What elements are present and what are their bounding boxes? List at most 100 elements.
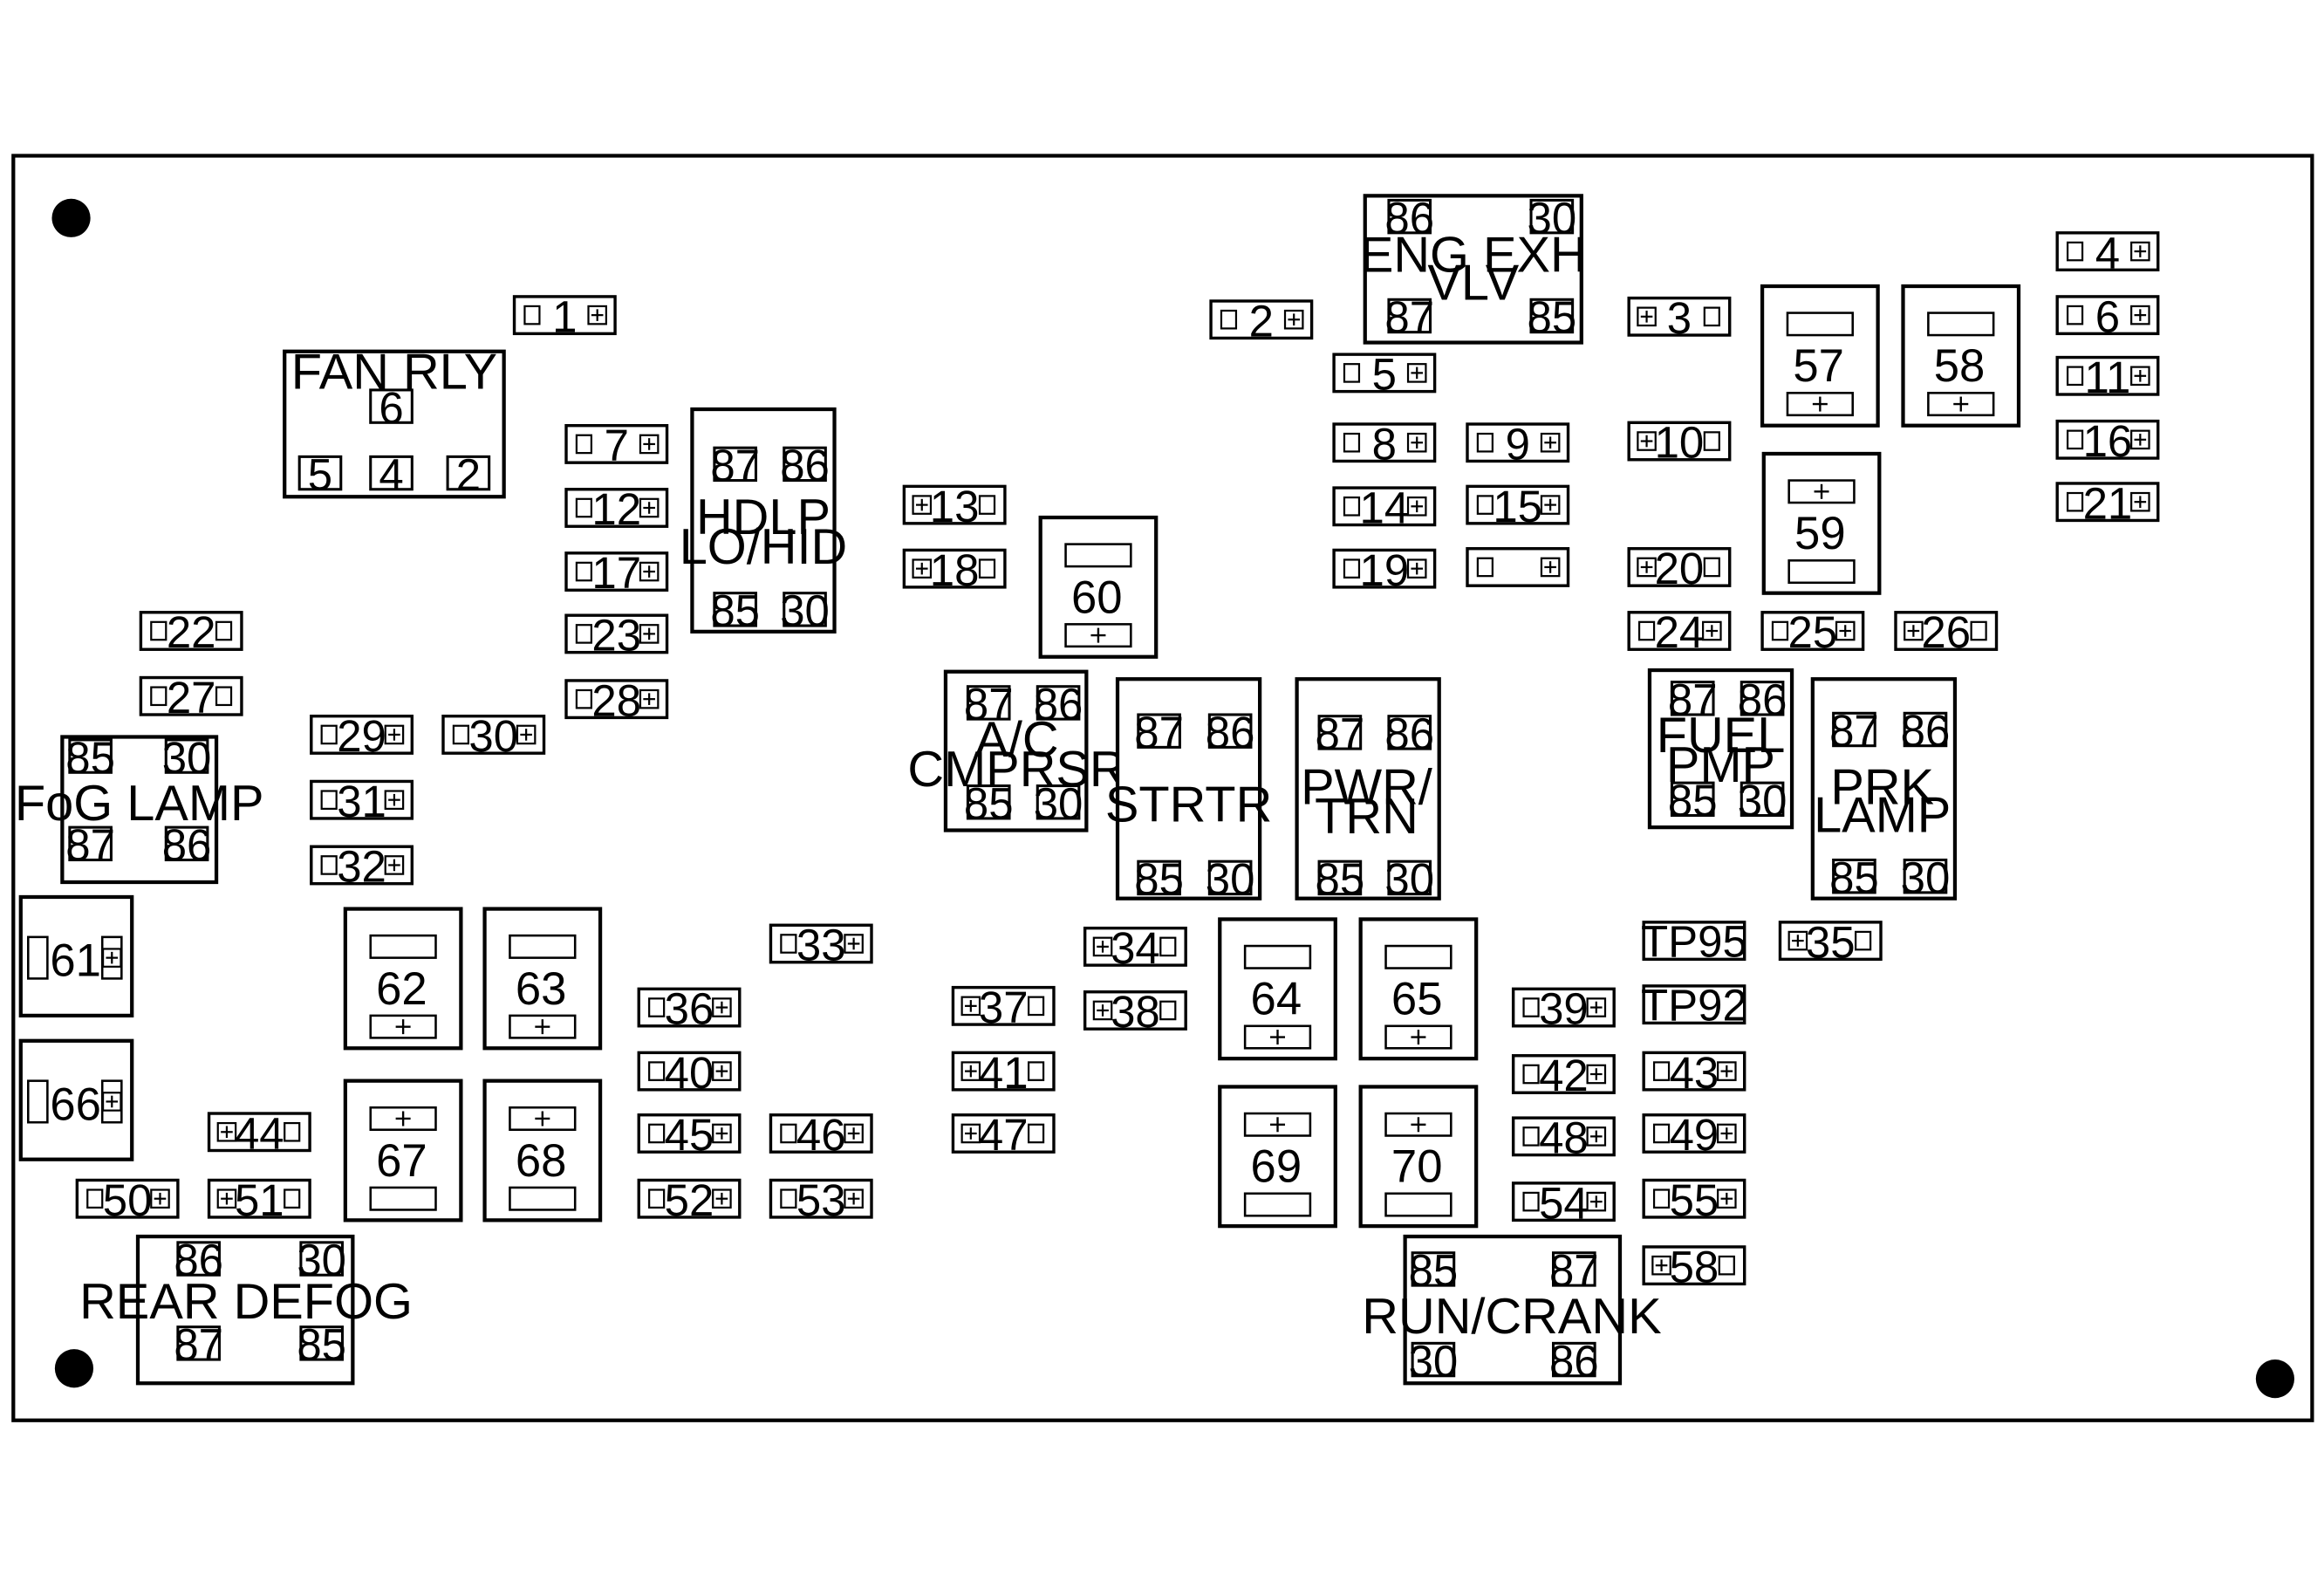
- maxi-fuse-65[interactable]: 65: [1358, 917, 1479, 1061]
- mini-fuse-51[interactable]: 51: [207, 1175, 311, 1225]
- maxi-fuse-66[interactable]: 66: [18, 1038, 134, 1161]
- mini-fuse-29[interactable]: 29: [310, 711, 414, 761]
- mini-fuse-21[interactable]: 21: [2055, 478, 2160, 528]
- maxi-fuse-70[interactable]: 70: [1358, 1085, 1479, 1229]
- terminal-square-icon: [215, 620, 233, 641]
- mini-fuse-5[interactable]: 5: [1332, 350, 1437, 400]
- test-point-tp92[interactable]: TP92: [1641, 981, 1747, 1031]
- mini-fuse-41[interactable]: 41: [951, 1048, 1056, 1098]
- mini-fuse-44[interactable]: 44: [207, 1108, 311, 1158]
- mini-fuse-26[interactable]: 26: [1894, 607, 1999, 657]
- mini-fuse-37[interactable]: 37: [951, 983, 1056, 1032]
- relay-pin-30: [1207, 859, 1253, 896]
- mini-fuse-58[interactable]: 58: [1642, 1242, 1746, 1291]
- mini-fuse-43[interactable]: 43: [1642, 1048, 1746, 1098]
- mini-fuse-15[interactable]: 15: [1466, 482, 1570, 531]
- relay-pin-86: [1387, 715, 1432, 750]
- mini-fuse-6[interactable]: 6: [2055, 291, 2160, 341]
- mini-fuse-30[interactable]: 30: [441, 711, 546, 761]
- mini-fuse-10[interactable]: 10: [1627, 418, 1732, 468]
- mini-fuse-36[interactable]: 36: [637, 984, 742, 1034]
- relay-pin-30: [1529, 198, 1575, 235]
- relay-pin-label: 87: [174, 1320, 223, 1370]
- mini-fuse-49[interactable]: 49: [1642, 1110, 1746, 1160]
- mini-fuse-40[interactable]: 40: [637, 1048, 742, 1098]
- relay-name: LAMP: [1814, 788, 1951, 844]
- maxi-fuse-label: 60: [1071, 572, 1123, 623]
- relay-pin-label: 85: [1668, 776, 1718, 825]
- maxi-fuse-61[interactable]: 61: [18, 894, 134, 1018]
- test-point-tp95[interactable]: TP95: [1641, 916, 1747, 966]
- mini-fuse-9[interactable]: 9: [1466, 419, 1570, 469]
- mini-fuse-53[interactable]: 53: [769, 1175, 873, 1225]
- maxi-fuse-63[interactable]: 63: [482, 907, 603, 1051]
- mini-fuse-14[interactable]: 14: [1332, 483, 1437, 532]
- mini-fuse-18[interactable]: 18: [902, 545, 1007, 595]
- maxi-fuse-58[interactable]: 58: [1901, 284, 2021, 428]
- mini-fuse-32[interactable]: 32: [310, 842, 414, 892]
- mini-fuse-46[interactable]: 46: [769, 1110, 873, 1160]
- mini-fuse-8[interactable]: 8: [1332, 419, 1437, 469]
- maxi-fuse-68[interactable]: 68: [482, 1079, 603, 1222]
- maxi-fuse-label: 64: [1251, 974, 1302, 1025]
- mini-fuse-47[interactable]: 47: [951, 1110, 1056, 1160]
- mini-fuse-35[interactable]: 35: [1778, 917, 1883, 967]
- mini-fuse-28[interactable]: 28: [564, 675, 669, 725]
- mini-fuse-22[interactable]: 22: [139, 607, 243, 657]
- mini-fuse-7[interactable]: 7: [564, 421, 669, 470]
- mini-fuse-4[interactable]: 4: [2055, 228, 2160, 277]
- maxi-fuse-60[interactable]: 60: [1038, 515, 1159, 659]
- mini-fuse-34[interactable]: 34: [1083, 923, 1187, 973]
- mini-fuse-label: 15: [1493, 482, 1542, 531]
- mini-fuse-50[interactable]: 50: [75, 1175, 180, 1225]
- mini-fuse-13[interactable]: 13: [902, 482, 1007, 531]
- mini-fuse-19[interactable]: 19: [1332, 545, 1437, 595]
- mini-fuse-2[interactable]: 2: [1209, 296, 1314, 346]
- maxi-fuse-69[interactable]: 69: [1218, 1085, 1337, 1229]
- maxi-fuse-62[interactable]: 62: [343, 907, 463, 1051]
- relay-pin-label: 85: [710, 586, 760, 636]
- mini-fuse-39[interactable]: 39: [1511, 984, 1616, 1034]
- mini-fuse-25[interactable]: 25: [1760, 607, 1865, 657]
- mini-fuse-33[interactable]: 33: [769, 921, 873, 970]
- mini-fuse-38[interactable]: 38: [1083, 987, 1187, 1037]
- relay-pin-30: [299, 1241, 344, 1277]
- mini-fuse-42[interactable]: 42: [1511, 1051, 1616, 1100]
- mini-fuse-16[interactable]: 16: [2055, 416, 2160, 466]
- maxi-fuse-59[interactable]: 59: [1761, 451, 1882, 595]
- mini-fuse-3[interactable]: 3: [1627, 293, 1732, 343]
- relay-pin-86: [1387, 198, 1432, 235]
- mini-fuse-23[interactable]: 23: [564, 611, 669, 661]
- mini-fuse-52[interactable]: 52: [637, 1175, 742, 1225]
- maxi-fuse-slot: [1384, 944, 1452, 969]
- mini-fuse-11[interactable]: 11: [2055, 353, 2160, 402]
- mini-fuse-27[interactable]: 27: [139, 673, 243, 723]
- mini-fuse-24[interactable]: 24: [1627, 607, 1732, 657]
- mini-fuse-45[interactable]: 45: [637, 1110, 742, 1160]
- mini-fuse-17[interactable]: 17: [564, 548, 669, 598]
- terminal-plus-icon: [2130, 429, 2150, 450]
- mini-fuse-31[interactable]: 31: [310, 777, 414, 826]
- relay-pin-85: [966, 784, 1011, 820]
- maxi-fuse-57[interactable]: 57: [1760, 284, 1880, 428]
- mini-fuse-1[interactable]: 1: [512, 291, 617, 341]
- mini-fuse-55[interactable]: 55: [1642, 1175, 1746, 1225]
- maxi-fuse-64[interactable]: 64: [1218, 917, 1337, 1061]
- mini-fuse-48[interactable]: 48: [1511, 1113, 1616, 1163]
- maxi-fuse-67[interactable]: 67: [343, 1079, 463, 1222]
- mini-fuse-unlabeled[interactable]: [1466, 547, 1570, 587]
- mini-fuse-20[interactable]: 20: [1627, 544, 1732, 593]
- mini-fuse-12[interactable]: 12: [564, 484, 669, 534]
- mini-fuse-54[interactable]: 54: [1511, 1178, 1616, 1228]
